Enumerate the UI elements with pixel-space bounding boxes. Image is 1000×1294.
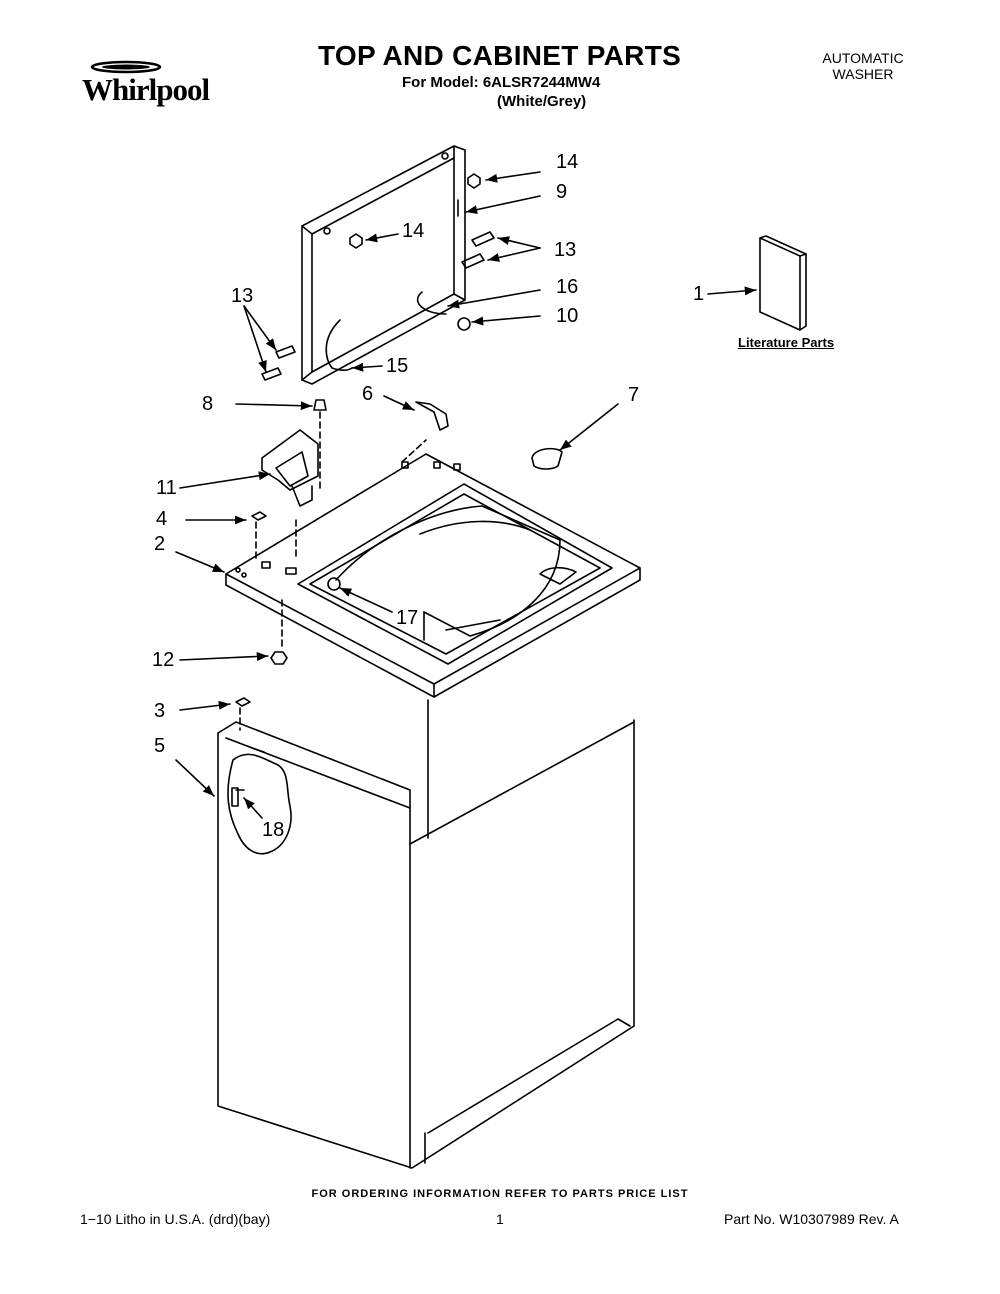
callout-14-mid: 14 (402, 220, 425, 242)
part-number: Part No. W10307989 Rev. A (724, 1211, 899, 1227)
callout-9: 9 (556, 181, 568, 203)
callout-5: 5 (154, 735, 166, 757)
lid-hinge-parts (232, 174, 562, 806)
callout-7: 7 (628, 384, 640, 406)
callout-15: 15 (386, 355, 409, 377)
literature-booklet (760, 236, 806, 330)
callout-11: 11 (156, 477, 177, 499)
callout-1: 1 (693, 283, 705, 305)
product-line-1: AUTOMATIC (822, 50, 904, 66)
callout-3: 3 (154, 700, 166, 722)
color-line: (White/Grey) (497, 93, 587, 110)
product-type: AUTOMATIC WASHER (808, 50, 918, 82)
product-line-2: WASHER (832, 66, 894, 82)
logo-text: Whirlpool (82, 72, 210, 107)
model-line: For Model: 6ALSR7244MW4 (402, 74, 601, 91)
callout-6: 6 (362, 383, 374, 405)
callout-13-right: 13 (554, 239, 577, 261)
page-number: 1 (496, 1211, 504, 1227)
lid-frame-part (302, 146, 465, 384)
top-cover-part (226, 454, 640, 697)
callout-17: 17 (396, 607, 419, 629)
callout-16: 16 (556, 276, 579, 298)
litho-line: 1−10 Litho in U.S.A. (drd)(bay) (80, 1211, 271, 1227)
logo-swirl-icon (90, 60, 162, 74)
callout-14-top: 14 (556, 151, 579, 173)
assembly-dash-lines (240, 412, 426, 730)
cabinet-part (218, 700, 634, 1168)
callout-arrows (176, 172, 756, 818)
callout-12: 12 (152, 649, 175, 671)
whirlpool-logo: Whirlpool (80, 58, 240, 107)
literature-parts-label: Literature Parts (738, 335, 835, 350)
callout-10: 10 (556, 305, 579, 327)
ordering-note: FOR ORDERING INFORMATION REFER TO PARTS … (311, 1188, 689, 1200)
page-title: TOP AND CABINET PARTS (318, 40, 682, 71)
callout-13-left: 13 (231, 285, 254, 307)
callout-8: 8 (202, 393, 214, 415)
callout-18: 18 (262, 819, 285, 841)
lid-switch-part (262, 430, 318, 506)
callout-2: 2 (154, 533, 166, 555)
callout-4: 4 (156, 508, 168, 530)
cabinet-cutaway (228, 754, 291, 853)
